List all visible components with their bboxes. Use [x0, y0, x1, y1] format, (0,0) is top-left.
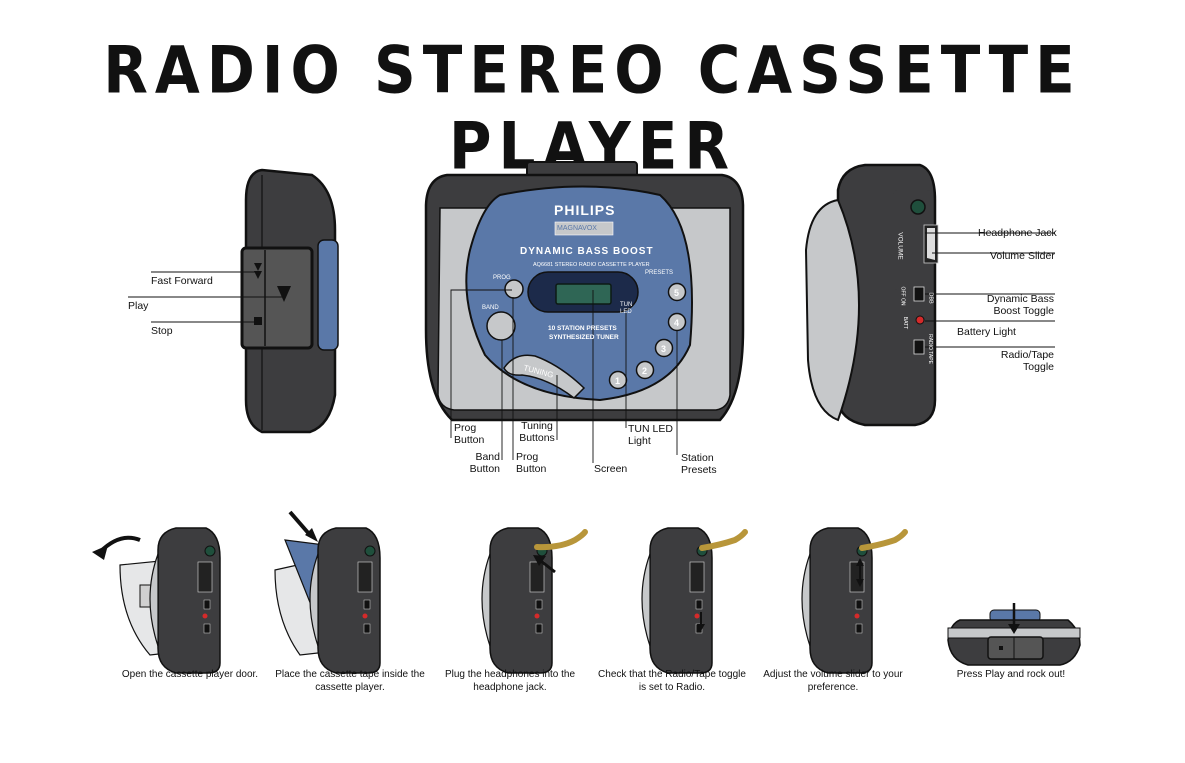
label-dbb-toggle: Dynamic Bass Boost Toggle	[986, 293, 1054, 317]
front-leader-lines	[450, 289, 678, 463]
presets-text: PRESETS	[645, 270, 674, 276]
dbb-toggle[interactable]	[913, 286, 925, 302]
headphone-jack-port[interactable]	[910, 199, 926, 215]
tun-led-text: TUN LED	[620, 302, 633, 315]
plug-arrow-icon	[533, 555, 546, 566]
step-5-illustration	[801, 527, 908, 674]
brand-name: PHILIPS	[554, 202, 616, 218]
label-prog-button-2: Prog Button	[516, 451, 547, 475]
step-6-illustration	[947, 603, 1081, 666]
label-screen: Screen	[594, 463, 628, 475]
label-headphone-jack: Headphone Jack	[978, 227, 1057, 239]
off-on-text: OFF ON	[899, 286, 906, 306]
front-view	[424, 161, 745, 422]
step-3-caption: Plug the headphones into the headphone j…	[444, 669, 576, 693]
label-play: Play	[128, 300, 149, 312]
label-tun-led-light: TUN LED Light	[628, 423, 673, 447]
label-prog-button-1: Prog Button	[454, 422, 485, 446]
toggle-down-arrow-icon	[697, 624, 705, 631]
model-text: AQ6681 STEREO RADIO CASSETTE PLAYER	[533, 262, 650, 268]
step-1-caption: Open the cassette player door.	[121, 669, 259, 680]
side-view-ports	[804, 163, 939, 427]
label-band-button: Band Button	[469, 451, 500, 475]
radio-tape-text: RADIO TAPE	[926, 334, 933, 364]
volume-up-down-arrow-icon	[856, 558, 864, 566]
step-4-caption: Check that the Radio/Tape toggle is set …	[598, 669, 746, 693]
step-2-illustration	[274, 510, 381, 674]
label-fast-forward: Fast Forward	[151, 275, 213, 287]
preset-1[interactable]: 1	[615, 376, 621, 386]
fast-forward-icon[interactable]	[254, 263, 262, 271]
step-5-caption: Adjust the volume slider to your prefere…	[763, 669, 903, 693]
station-text-2: SYNTHESIZED TUNER	[549, 334, 619, 341]
label-radio-tape-toggle: Radio/Tape Toggle	[1000, 349, 1054, 373]
side-leader-lines	[128, 271, 283, 323]
preset-4[interactable]: 4	[674, 318, 680, 328]
volume-text: VOLUME	[896, 232, 904, 260]
step-1-illustration	[92, 527, 221, 674]
tuning-buttons[interactable]	[503, 354, 586, 399]
page-title: RADIO STEREO CASSETTE PLAYER	[103, 31, 1082, 185]
battery-light	[915, 315, 925, 325]
label-volume-slider: Volume Slider	[990, 250, 1055, 262]
right-leader-lines	[925, 232, 1055, 348]
step-3-illustration	[481, 527, 588, 674]
prog-button-top[interactable]	[504, 279, 524, 299]
label-tuning-buttons: Tuning Buttons	[519, 420, 555, 444]
side-view-controls	[240, 168, 339, 434]
band-button[interactable]	[486, 311, 516, 341]
insert-arrow-icon	[305, 528, 318, 542]
step-4-illustration	[641, 527, 748, 674]
press-play-arrow-icon	[1008, 624, 1020, 634]
badge-text: MAGNAVOX	[557, 225, 597, 232]
label-station-presets: Station Presets	[681, 452, 717, 476]
preset-2[interactable]: 2	[642, 366, 648, 376]
station-text-1: 10 STATION PRESETS	[548, 325, 617, 332]
batt-text: BATT	[902, 316, 909, 330]
lcd-screen	[555, 283, 612, 305]
label-battery-light: Battery Light	[957, 326, 1016, 338]
step-2-caption: Place the cassette tape inside the casse…	[275, 669, 425, 693]
band-text: BAND	[482, 305, 499, 311]
step-6-caption: Press Play and rock out!	[956, 669, 1066, 680]
preset-5[interactable]: 5	[674, 288, 680, 298]
play-icon[interactable]	[277, 286, 291, 302]
preset-3[interactable]: 3	[661, 344, 667, 354]
radio-tape-toggle[interactable]	[913, 339, 925, 355]
stop-icon[interactable]	[254, 317, 262, 325]
prog-text: PROG	[493, 275, 511, 281]
feature-text: DYNAMIC BASS BOOST	[520, 246, 654, 257]
dbb-text: DBB	[927, 292, 934, 304]
label-stop: Stop	[151, 325, 173, 337]
